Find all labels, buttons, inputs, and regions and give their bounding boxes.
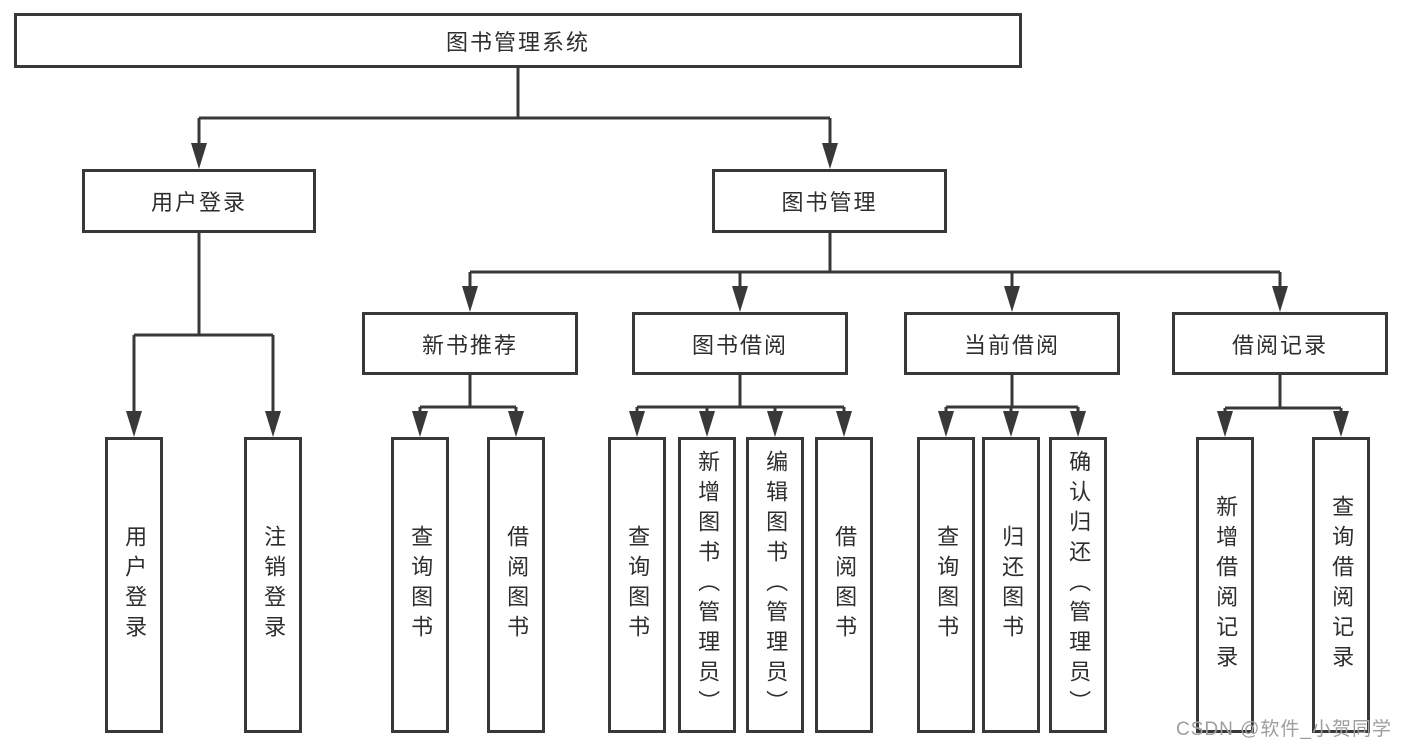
node-new-book-recommend-label: 新书推荐 xyxy=(421,332,518,358)
node-book-borrow: 图书借阅 xyxy=(632,312,848,375)
node-book-management: 图书管理 xyxy=(712,169,947,233)
leaf-query-borrow-record-label: 查询借阅记录 xyxy=(1329,495,1355,675)
leaf-user-login: 用户登录 xyxy=(105,437,163,733)
leaf-confirm-return-admin: 确认归还（管理员） xyxy=(1049,437,1107,733)
node-current-borrow-label: 当前借阅 xyxy=(963,332,1060,358)
leaf-borrow-books-label: 借阅图书 xyxy=(832,525,858,645)
leaf-return-books: 归还图书 xyxy=(982,437,1040,733)
leaf-recommend-borrow-books: 借阅图书 xyxy=(487,437,545,733)
node-book-management-label: 图书管理 xyxy=(781,190,878,215)
leaf-add-borrow-record: 新增借阅记录 xyxy=(1196,437,1254,733)
node-user-login-label: 用户登录 xyxy=(150,190,247,215)
leaf-logout: 注销登录 xyxy=(244,437,302,733)
leaf-confirm-return-admin-label: 确认归还（管理员） xyxy=(1066,450,1092,720)
leaf-edit-books-admin: 编辑图书（管理员） xyxy=(746,437,804,733)
node-borrow-records-label: 借阅记录 xyxy=(1231,332,1328,358)
node-user-login: 用户登录 xyxy=(82,169,316,233)
leaf-return-books-label: 归还图书 xyxy=(999,525,1025,645)
node-borrow-records: 借阅记录 xyxy=(1172,312,1388,375)
leaf-logout-label: 注销登录 xyxy=(261,525,287,645)
node-book-borrow-label: 图书借阅 xyxy=(691,332,788,358)
node-root-system: 图书管理系统 xyxy=(14,13,1022,68)
leaf-user-login-label: 用户登录 xyxy=(122,525,148,645)
node-root-system-label: 图书管理系统 xyxy=(445,29,590,55)
leaf-borrow-books: 借阅图书 xyxy=(815,437,873,733)
node-current-borrow: 当前借阅 xyxy=(904,312,1120,375)
node-new-book-recommend: 新书推荐 xyxy=(362,312,578,375)
csdn-watermark: CSDN @软件_小贺同学 xyxy=(1176,719,1392,740)
leaf-current-query-books: 查询图书 xyxy=(917,437,975,733)
leaf-borrow-query-books-label: 查询图书 xyxy=(625,525,651,645)
leaf-recommend-borrow-books-label: 借阅图书 xyxy=(504,525,530,645)
leaf-recommend-query-books: 查询图书 xyxy=(391,437,449,733)
leaf-recommend-query-books-label: 查询图书 xyxy=(408,525,434,645)
leaf-current-query-books-label: 查询图书 xyxy=(934,525,960,645)
leaf-borrow-query-books: 查询图书 xyxy=(608,437,666,733)
leaf-query-borrow-record: 查询借阅记录 xyxy=(1312,437,1370,733)
leaf-edit-books-admin-label: 编辑图书（管理员） xyxy=(763,450,789,720)
leaf-add-books-admin-label: 新增图书（管理员） xyxy=(695,450,721,720)
leaf-add-books-admin: 新增图书（管理员） xyxy=(678,437,736,733)
leaf-add-borrow-record-label: 新增借阅记录 xyxy=(1213,495,1239,675)
